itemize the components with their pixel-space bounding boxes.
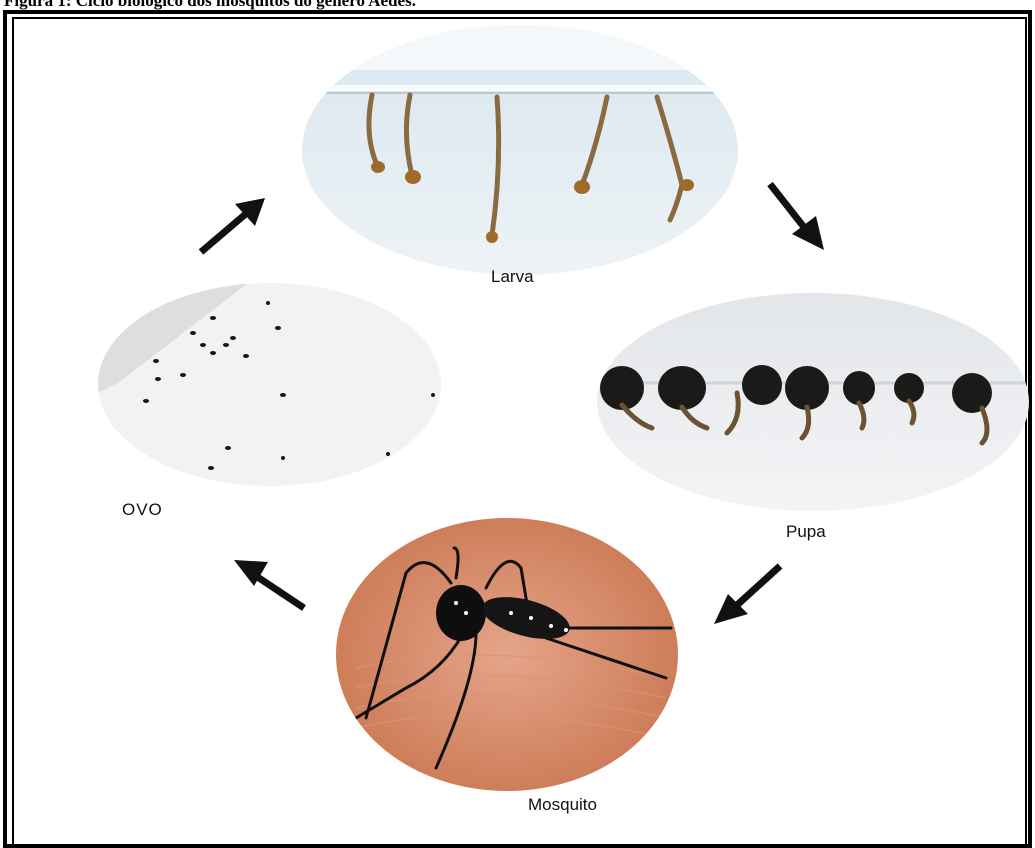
- mosquito-photo: [336, 518, 678, 791]
- larva-label: Larva: [491, 267, 534, 287]
- eggs-photo: [98, 283, 441, 486]
- arrow-icon: [228, 556, 310, 614]
- arrow-icon: [706, 560, 786, 630]
- egg-label: OVO: [122, 500, 163, 520]
- arrow-icon: [762, 176, 832, 256]
- larva-photo: [302, 25, 738, 275]
- pupa-photo: [597, 293, 1029, 511]
- arrow-icon: [193, 190, 273, 260]
- mosquito-label: Mosquito: [528, 795, 597, 815]
- pupa-label: Pupa: [786, 522, 826, 542]
